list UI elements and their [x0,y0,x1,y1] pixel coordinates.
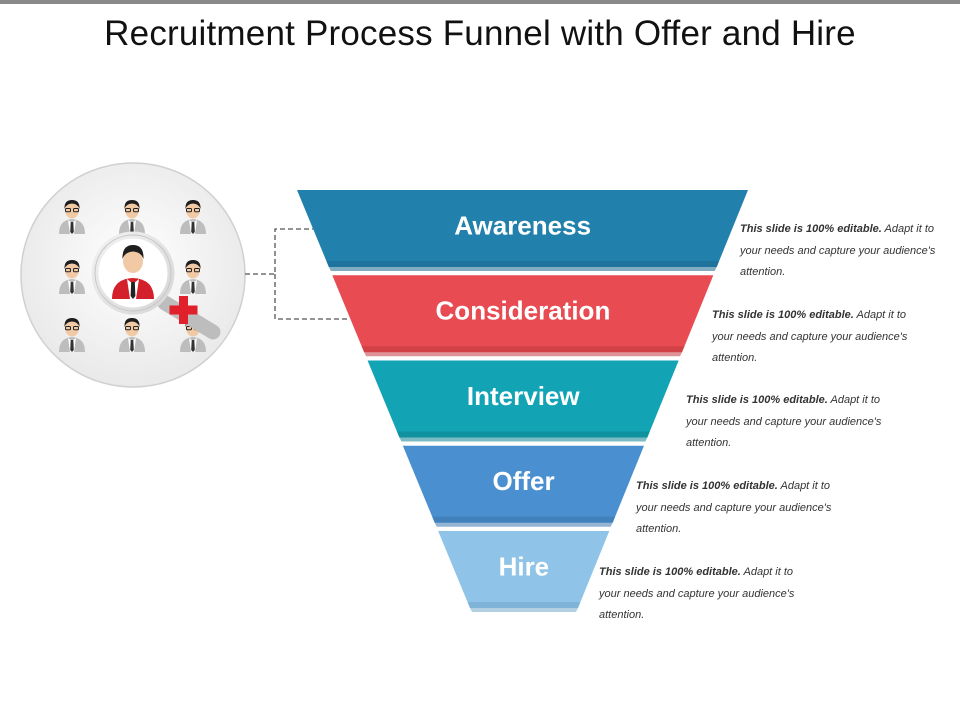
note-bold-text: This slide is 100% editable. [712,309,854,321]
stage-note-consideration: This slide is 100% editable. Adapt it to… [712,305,922,370]
note-bold-text: This slide is 100% editable. [686,394,828,406]
note-text: Adapt it to your needs and capture your … [740,223,936,278]
note-bold-text: This slide is 100% editable. [740,223,882,235]
note-text: Adapt it to your needs and capture your … [599,566,795,621]
funnel-stage-awareness: Awareness [297,190,748,271]
stage-label: Offer [492,466,554,496]
stage-band-edge [326,261,720,267]
stage-band-edge [432,516,616,523]
slide-title: Recruitment Process Funnel with Offer an… [104,14,856,53]
stage-note-offer: This slide is 100% editable. Adapt it to… [636,476,846,541]
note-bold-text: This slide is 100% editable. [636,480,778,492]
top-rule [0,0,960,4]
stage-note-awareness: This slide is 100% editable. Adapt it to… [740,219,950,284]
stage-shadow [328,267,717,271]
stage-band [402,445,644,523]
stage-band-edge [467,602,581,608]
stage-label: Hire [499,551,550,581]
note-text: Adapt it to your needs and capture your … [636,480,832,535]
stage-label: Awareness [454,210,591,240]
funnel-stage-consideration: Consideration [332,275,714,357]
funnel-stage-offer: Offer [402,445,644,527]
plus-icon [169,296,198,324]
note-bold-text: This slide is 100% editable. [599,566,741,578]
highlighted-candidate-icon [112,245,154,299]
note-text: Adapt it to your needs and capture your … [686,394,882,449]
stage-band [438,531,610,608]
stage-band [297,190,748,267]
stage-shadow [434,522,613,527]
stage-band [332,275,714,353]
funnel-stage-interview: Interview [367,360,679,442]
stage-note-interview: This slide is 100% editable. Adapt it to… [686,390,896,455]
note-text: Adapt it to your needs and capture your … [712,309,908,364]
stage-band [367,360,679,438]
stage-label: Consideration [436,296,611,326]
stage-shadow [364,352,683,357]
funnel-stage-hire: Hire [438,531,610,612]
stage-band-edge [396,431,650,438]
dashed-connector [245,228,349,320]
stage-label: Interview [467,381,580,411]
stage-band-edge [361,346,685,353]
stage-shadow [470,608,578,612]
stage-note-hire: This slide is 100% editable. Adapt it to… [599,562,809,627]
magnifier-icon [91,231,221,340]
stage-shadow [399,437,648,442]
